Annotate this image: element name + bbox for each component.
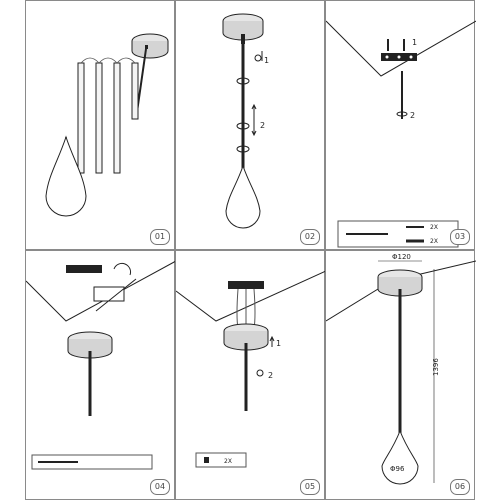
rod-segment-3 (113, 62, 121, 174)
callout-1: 1 (264, 56, 269, 65)
globe-shade (381, 429, 419, 485)
ceiling-corner (26, 260, 176, 322)
canopy-stem (145, 45, 148, 49)
parts-legend (195, 452, 247, 468)
arrow-1 (269, 335, 275, 347)
globe-shade (225, 164, 261, 229)
step-panel-01: 01 (25, 0, 175, 250)
step-panel-02: 1 2 02 (175, 0, 325, 250)
connecting-wire (80, 57, 136, 64)
step-number-01: 01 (150, 229, 170, 245)
step-number-03: 03 (450, 229, 470, 245)
rod-segment-1 (77, 62, 85, 174)
dim-canopy: Φ120 (392, 253, 411, 261)
step-03-illustration: 1 2 2X 2X (326, 20, 476, 248)
step-01-illustration (45, 33, 169, 217)
step-05-illustration: 1 2 2X (176, 270, 326, 468)
canopy-side (131, 41, 169, 59)
step-panel-06: Φ120 1396 Φ96 06 (325, 250, 476, 500)
ceiling-corner (176, 270, 326, 322)
callout-2: 2 (410, 111, 415, 120)
step-number-04: 04 (150, 479, 170, 495)
terminal-block (93, 286, 125, 302)
step-panel-05: 1 2 2X 05 (175, 250, 326, 500)
legend-qty-screw: 2X (430, 224, 438, 231)
joint-3 (236, 145, 250, 153)
joint-1 (236, 77, 250, 85)
dim-globe: Φ96 (390, 465, 405, 473)
callout-1: 1 (412, 38, 417, 47)
ceiling-corner (326, 20, 476, 77)
globe-shade (45, 135, 87, 217)
step-06-illustration: Φ120 1396 Φ96 (326, 253, 476, 485)
joint-2 (236, 122, 250, 130)
step-number-02: 02 (300, 229, 320, 245)
mounting-bracket (228, 281, 264, 289)
anchor-plug (396, 111, 408, 117)
wires (236, 288, 256, 330)
step-number-05: 05 (300, 479, 320, 495)
nut-icon (204, 457, 209, 463)
step-panel-04: 04 (25, 250, 176, 500)
legend-qty-plug: 2X (430, 238, 438, 245)
dim-height: 1396 (432, 358, 440, 376)
canopy-nipple (241, 34, 245, 44)
wires (95, 278, 137, 312)
callout-1: 1 (276, 339, 281, 348)
nut (256, 369, 264, 377)
rotate-arrow (113, 262, 132, 276)
mounting-bracket (66, 265, 102, 273)
step-panel-03: 1 2 2X 2X 03 (325, 0, 476, 250)
legend-qty-nut: 2X (224, 458, 232, 465)
callout-2: 2 (268, 371, 273, 380)
callout-2: 2 (260, 121, 265, 130)
rod-segment-2 (95, 62, 103, 174)
step-02-illustration: 1 2 (222, 13, 269, 229)
nut (254, 54, 262, 62)
rod-segment-4 (131, 62, 139, 120)
step-04-illustration (26, 260, 176, 470)
tool-legend (31, 454, 153, 470)
step-number-06: 06 (450, 479, 470, 495)
arrow-2 (251, 103, 257, 137)
